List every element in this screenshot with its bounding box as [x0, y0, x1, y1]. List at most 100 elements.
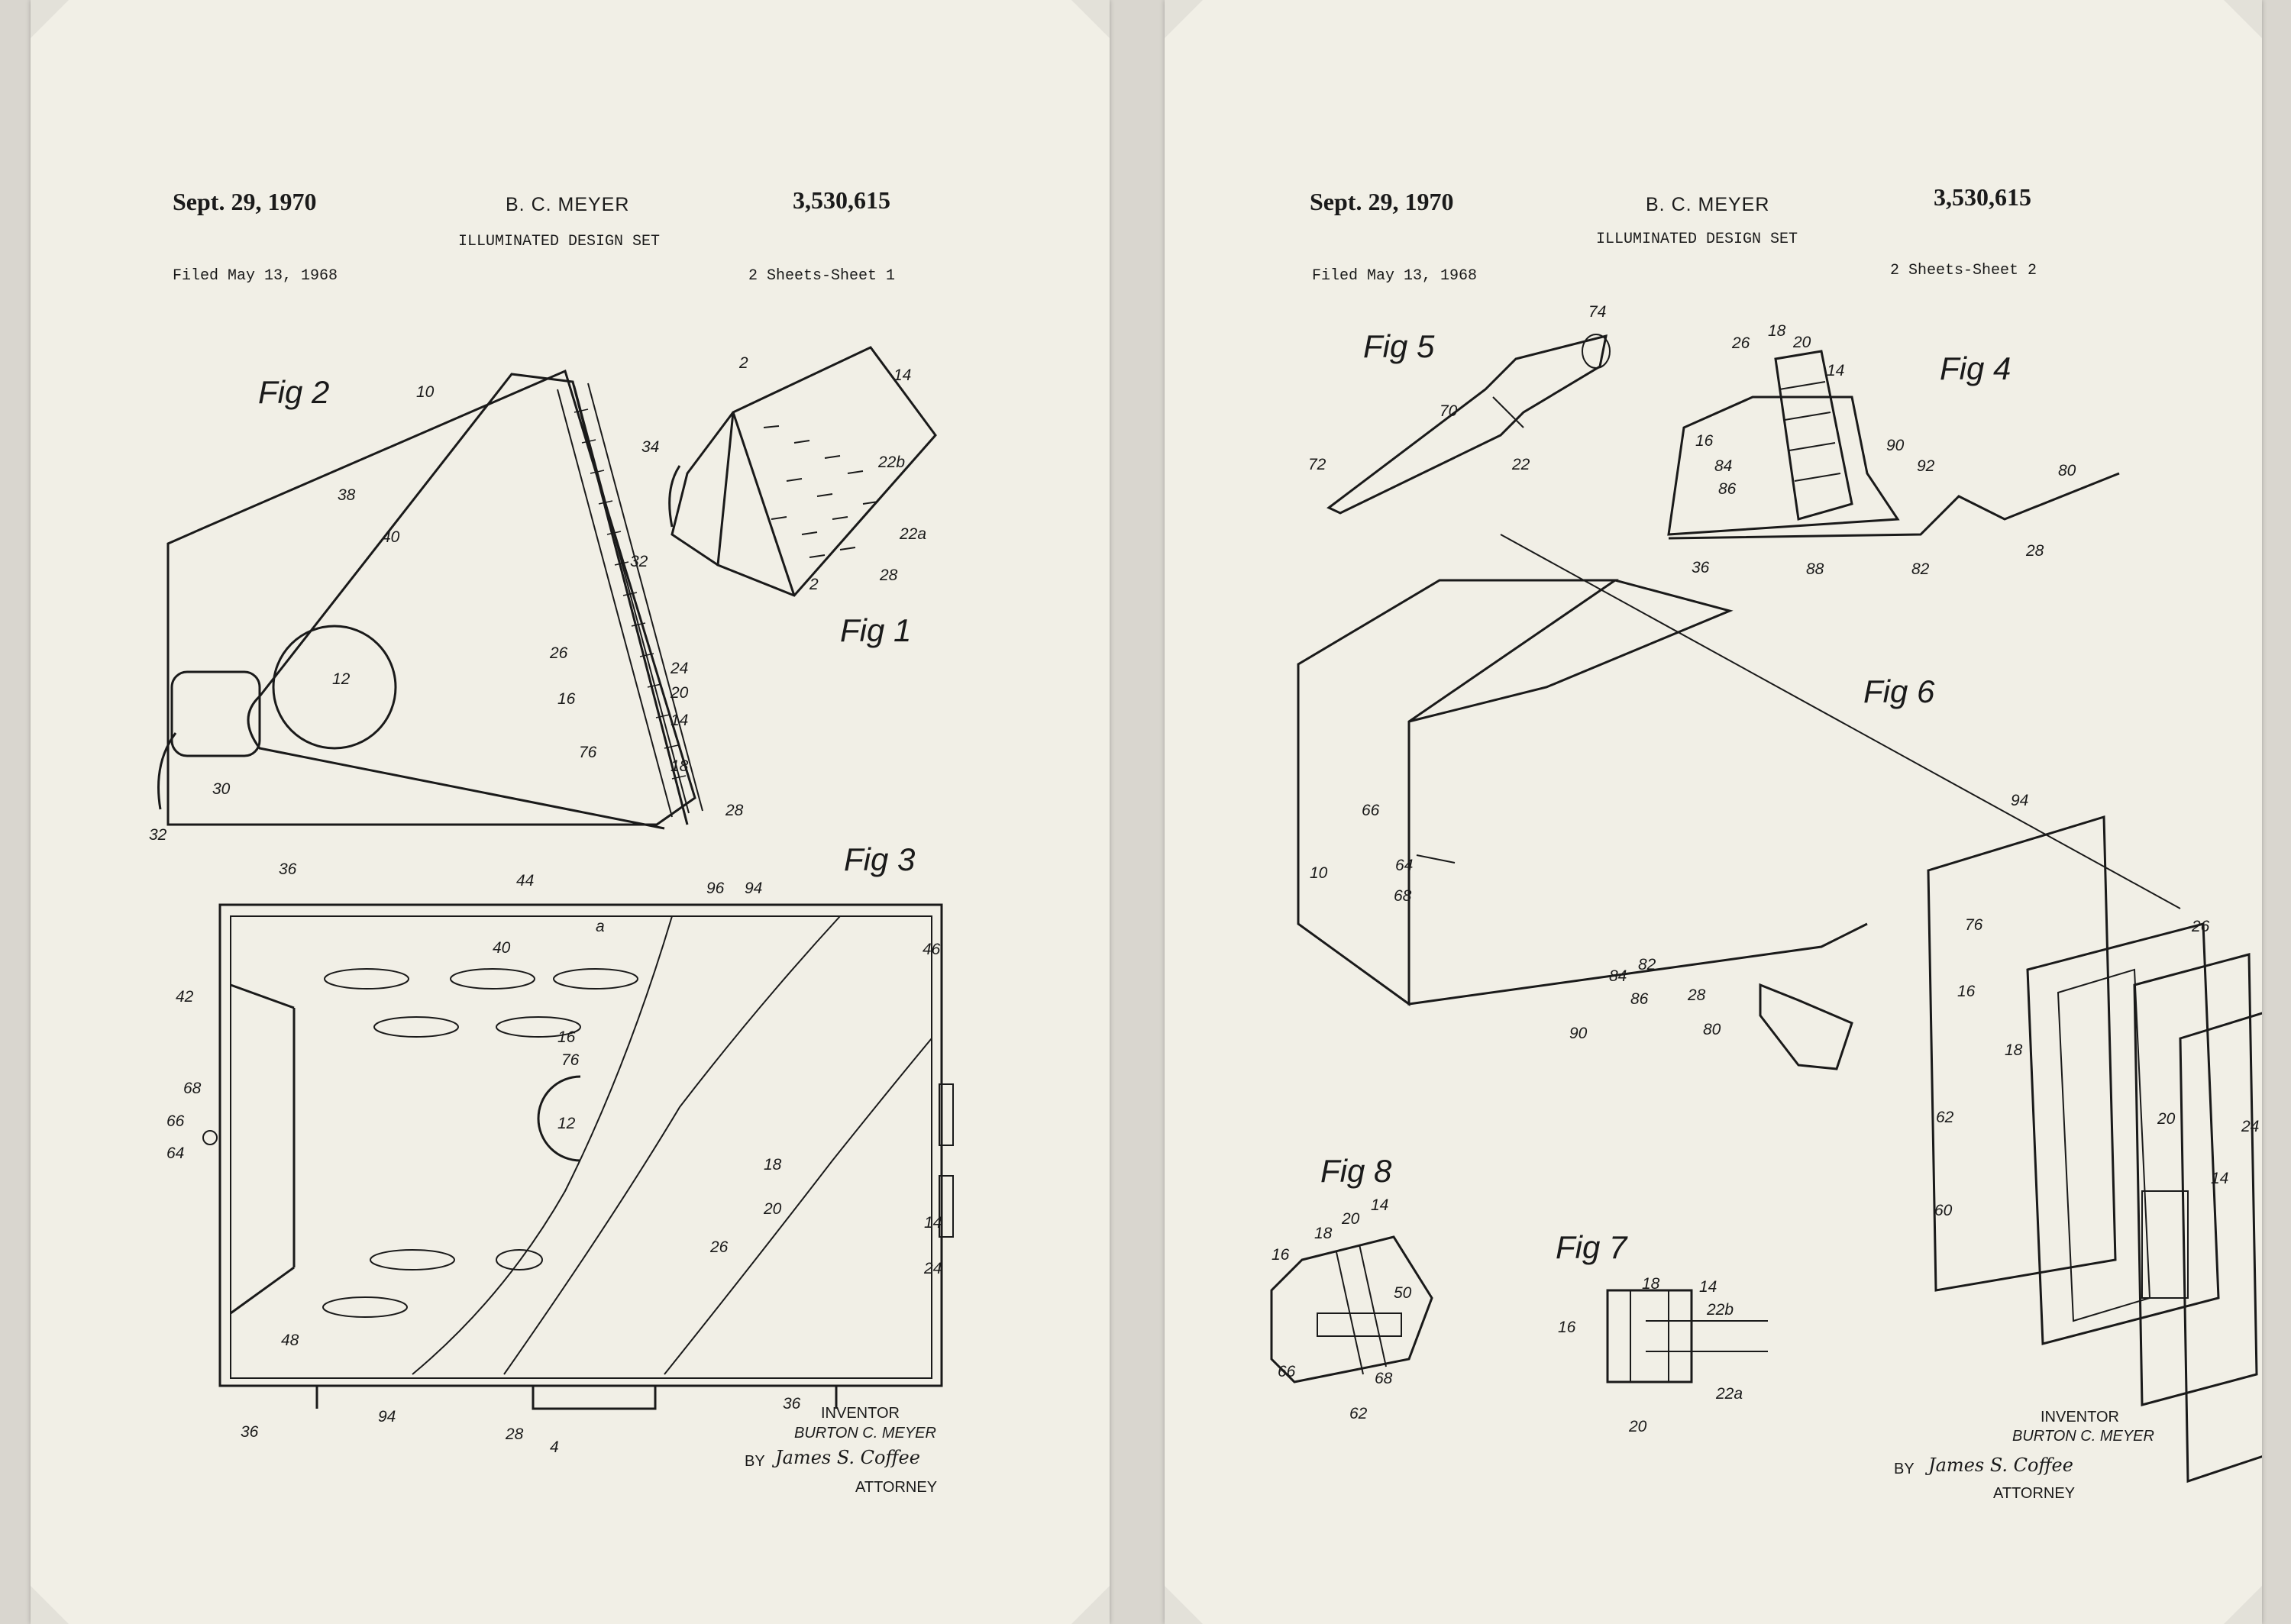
- ref-numeral: 28: [879, 567, 898, 584]
- patent-date: Sept. 29, 1970: [173, 188, 317, 215]
- fig6-panel-14: [2179, 1012, 2262, 1484]
- fig2-reflector-lower: [247, 695, 665, 830]
- fig8-outline: [1270, 1235, 1433, 1383]
- ref-numeral: 90: [1886, 437, 1905, 454]
- ref-numeral: 2: [738, 354, 748, 372]
- fig6-housing-floor: [1407, 722, 1868, 1006]
- fig-label: Fig 2: [258, 374, 329, 410]
- inventor-header: B. C. MEYER: [506, 194, 630, 215]
- patent-date: Sept. 29, 1970: [1310, 188, 1454, 215]
- ref-numeral: 42: [176, 988, 194, 1006]
- ref-numeral: 28: [505, 1425, 524, 1443]
- ref-numeral: 80: [2058, 462, 2076, 479]
- filed-date: Filed May 13, 1968: [1312, 267, 1478, 285]
- ref-numeral: 16: [1272, 1246, 1290, 1264]
- ref-numeral: 48: [281, 1332, 299, 1349]
- sheet-label: 2 Sheets-Sheet 1: [748, 267, 896, 285]
- ref-numeral: 94: [378, 1408, 396, 1425]
- ref-numeral: 86: [1718, 480, 1737, 498]
- by-label: BY: [1894, 1461, 1915, 1477]
- fig-label: Fig 4: [1940, 350, 2011, 386]
- ref-numeral: 66: [1362, 802, 1380, 819]
- fig1-pegs: [763, 425, 879, 558]
- ref-numeral: 26: [1731, 334, 1750, 352]
- fig-label: Fig 8: [1320, 1153, 1392, 1189]
- ref-numeral: 62: [1936, 1109, 1954, 1126]
- fig2-reflector: [258, 373, 689, 825]
- ref-numeral: 36: [1692, 559, 1710, 576]
- ref-numeral: 26: [2191, 918, 2210, 935]
- ref-numeral: a: [596, 918, 605, 935]
- ref-numeral: 66: [166, 1112, 185, 1130]
- ref-numeral: 28: [2025, 542, 2044, 560]
- ref-numeral: 80: [1703, 1021, 1721, 1038]
- ref-numeral: 20: [1628, 1418, 1647, 1435]
- ref-numeral: 36: [783, 1395, 801, 1413]
- ref-numeral: 40: [493, 939, 511, 957]
- ref-numeral: 18: [1642, 1275, 1660, 1293]
- ref-numeral: 84: [1609, 967, 1627, 985]
- fig7-body: [1606, 1289, 1693, 1383]
- ref-numeral: 28: [725, 802, 744, 819]
- ref-numeral: 24: [923, 1260, 942, 1277]
- fig2-socket: [170, 670, 261, 757]
- ref-numeral: 14: [1827, 362, 1844, 379]
- ref-numeral: 88: [1806, 560, 1824, 578]
- fig2-cord: [157, 732, 177, 810]
- ref-numeral: 82: [1638, 956, 1656, 973]
- fig-label: Fig 6: [1863, 673, 1935, 709]
- ref-numeral: 20: [1792, 334, 1811, 351]
- ref-numeral: 26: [549, 644, 568, 662]
- attorney-signature: James S. Coffee: [775, 1447, 920, 1468]
- ref-numeral: 92: [1917, 457, 1935, 475]
- ref-numeral: 60: [1934, 1202, 1953, 1219]
- ref-numeral: 76: [1965, 916, 1983, 934]
- patent-drawing-sheet-1: Fig 2 Fig 1 Fig 3 10 38 40 12 30 32 36 2…: [149, 346, 954, 1456]
- inventor-label: INVENTOR: [821, 1405, 900, 1422]
- ref-numeral: 18: [670, 757, 689, 775]
- ref-numeral: 32: [630, 553, 648, 570]
- ref-numeral: 62: [1349, 1405, 1368, 1422]
- patent-title: ILLUMINATED DESIGN SET: [458, 233, 661, 250]
- ref-numeral: 84: [1714, 457, 1732, 475]
- fig4-tab: [1668, 472, 2120, 540]
- ref-numeral: 16: [557, 690, 576, 708]
- ref-numeral: 40: [382, 528, 400, 546]
- ref-numeral: 94: [2011, 792, 2028, 809]
- fig-label: Fig 1: [840, 612, 911, 648]
- ref-numeral: 16: [557, 1028, 576, 1046]
- ref-numeral: 20: [763, 1200, 782, 1218]
- patent-sheet-1: Sept. 29, 1970 B. C. MEYER 3,530,615 ILL…: [31, 0, 1110, 1624]
- fig2-housing: [166, 369, 696, 826]
- ref-numeral: 44: [516, 872, 534, 889]
- inventor-name: BURTON C. MEYER: [2012, 1428, 2154, 1445]
- fig6-panel-16: [1927, 815, 2117, 1292]
- ref-numeral: 18: [2005, 1041, 2023, 1059]
- ref-numeral: 22a: [1715, 1385, 1743, 1403]
- ref-numeral: 20: [670, 684, 689, 702]
- filed-date: Filed May 13, 1968: [173, 267, 338, 285]
- patent-sheet-2: Sept. 29, 1970 B. C. MEYER 3,530,615 ILL…: [1165, 0, 2262, 1624]
- ref-numeral: 86: [1630, 990, 1649, 1008]
- patent-drawing-sheet-2: Fig 5 Fig 4 Fig 6 Fig 7 Fig 8 74 70 72 2…: [1270, 303, 2262, 1484]
- ref-numeral: 28: [1687, 986, 1706, 1004]
- fig3-cutaway-3: [664, 1038, 932, 1375]
- fig6-housing-side: [1297, 579, 1619, 1006]
- ref-numeral: 66: [1278, 1363, 1296, 1380]
- ref-numeral: 64: [166, 1145, 184, 1162]
- ref-numeral: 22b: [877, 454, 905, 471]
- ref-numeral: 76: [561, 1051, 580, 1069]
- ref-numeral: 82: [1911, 560, 1930, 578]
- fig6-panel-20: [2133, 953, 2258, 1406]
- ref-numeral: 68: [1375, 1370, 1393, 1387]
- ref-numeral: 20: [2157, 1110, 2176, 1128]
- ref-numeral: 90: [1569, 1025, 1588, 1042]
- fig1-hood: [670, 412, 735, 567]
- fig6-clip: [1759, 983, 1853, 1070]
- ref-numeral: 16: [1957, 983, 1976, 1000]
- attorney-signature: James S. Coffee: [1928, 1454, 2073, 1476]
- ref-numeral: 36: [241, 1423, 259, 1441]
- inventor-name: BURTON C. MEYER: [794, 1425, 936, 1442]
- attorney-label: ATTORNEY: [855, 1479, 938, 1496]
- fig3-handle: [532, 1384, 657, 1410]
